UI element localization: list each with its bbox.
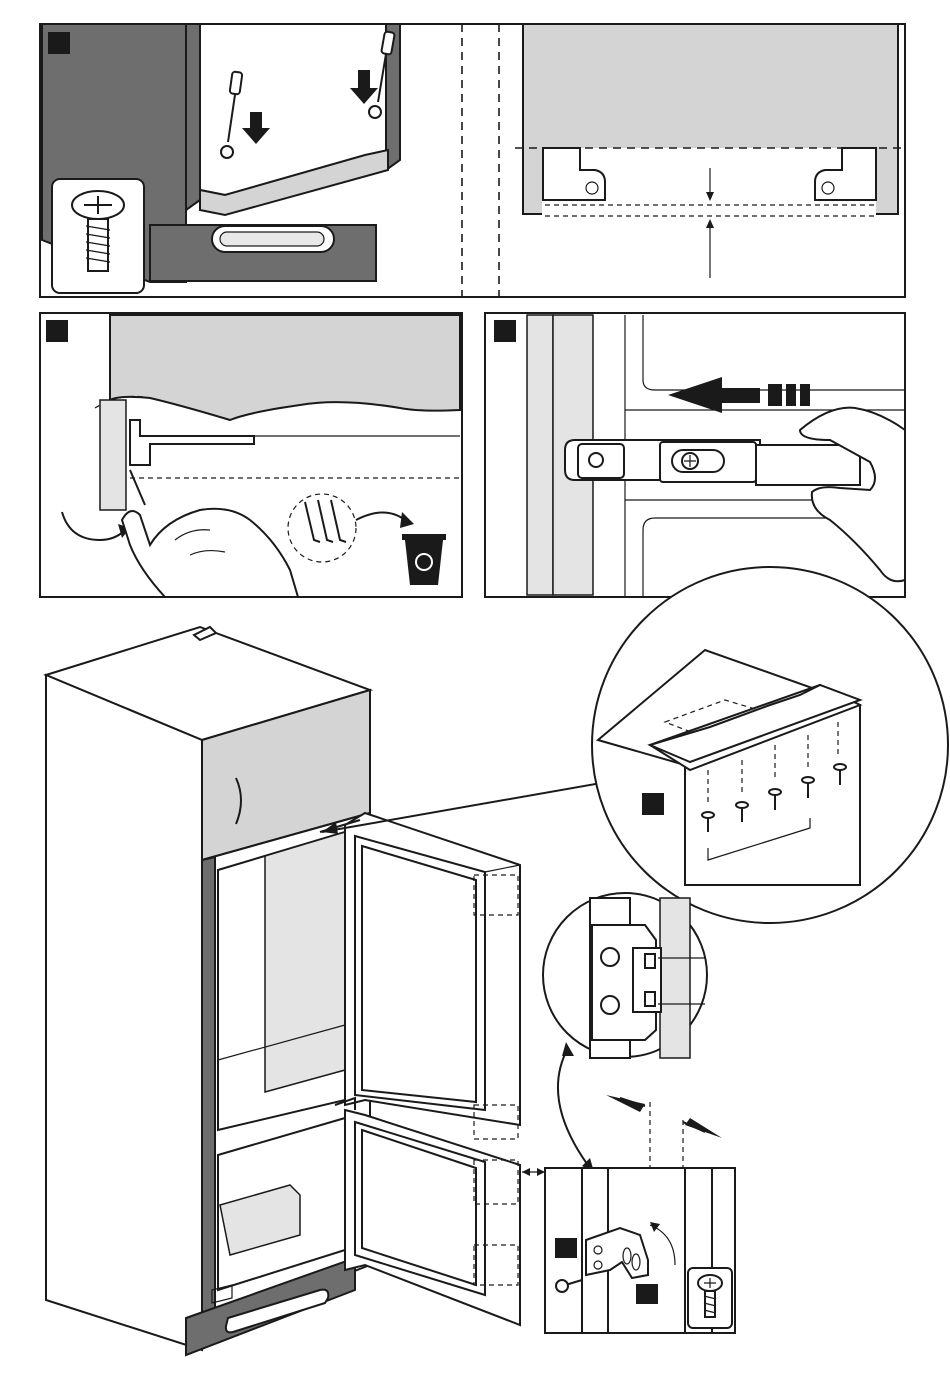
detail-circle-hinge [543,893,707,1058]
panel-middle-left [40,313,462,597]
step-marker-2 [46,320,68,342]
step-marker-6 [636,1284,658,1304]
step-marker-5 [555,1238,577,1258]
step-marker-1a [48,32,70,54]
panel-middle-right [485,313,905,597]
cabinet-illustration [46,627,520,1355]
step-marker-3 [494,320,516,342]
panel-top [40,24,905,297]
detail-door-hinge [522,1095,735,1333]
hinge-icon [592,925,661,1040]
screw-icon [688,1268,732,1328]
screw-icon [52,179,144,293]
step-marker-4 [642,793,664,815]
detail-circle-top [592,567,948,923]
